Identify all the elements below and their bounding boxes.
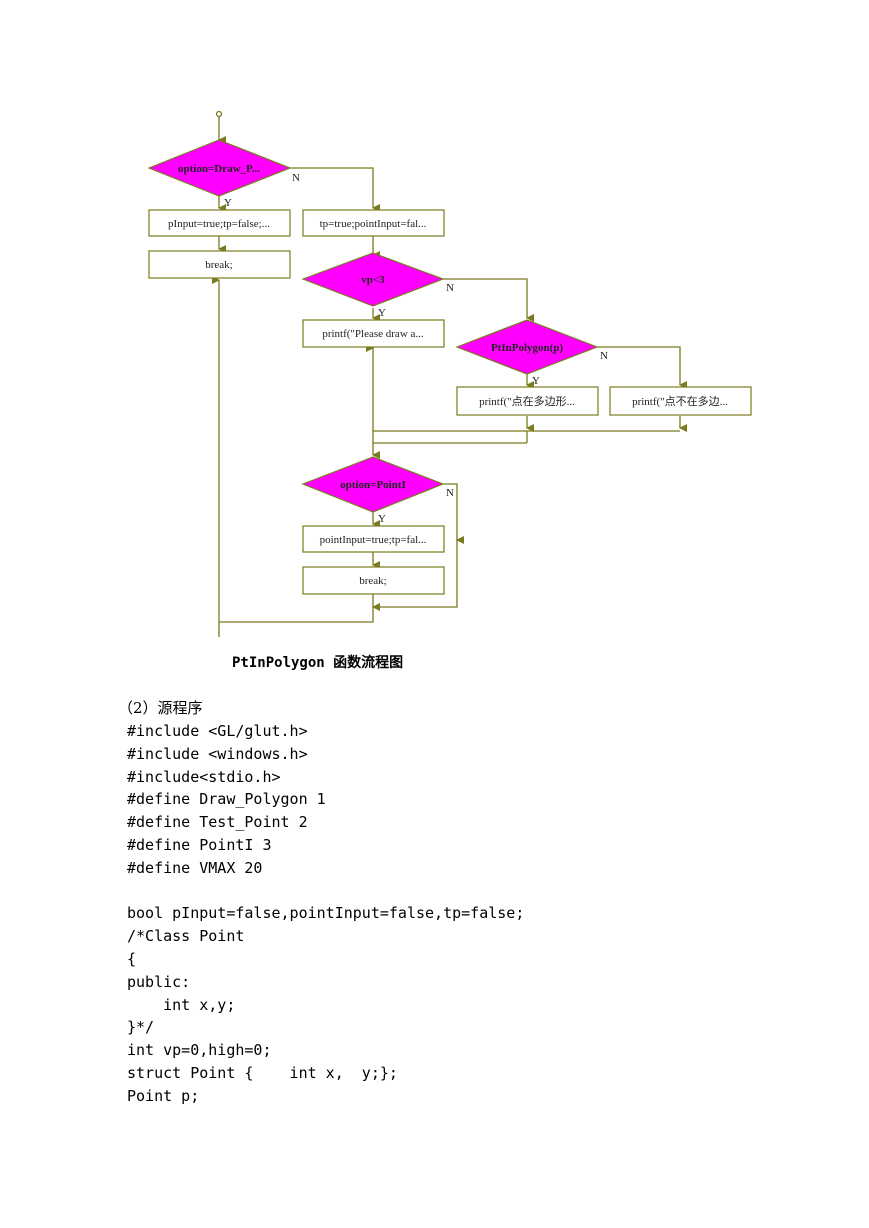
code-line: int x,y; <box>127 995 236 1014</box>
branch-label-y-2: Y <box>378 307 386 319</box>
branch-label-n-4: N <box>446 487 454 499</box>
code-line: public: <box>127 972 191 991</box>
box-pointinput-label: pointInput=true;tp=fal... <box>320 534 427 546</box>
diamond-vp <box>301 252 445 307</box>
box-tp-true <box>302 209 445 237</box>
box-printf-please-label: printf("Please draw a... <box>322 328 424 340</box>
code-line: #define Draw_Polygon 1 <box>127 790 326 809</box>
branch-label-y-3: Y <box>532 375 540 387</box>
branch-label-n-3: N <box>600 350 608 362</box>
box-printf-please <box>302 319 445 348</box>
diamond-ptinpolygon <box>455 319 599 375</box>
section-title: （2）源程序 <box>118 699 203 717</box>
box-break-2 <box>302 566 445 595</box>
box-pinput-label: pInput=true;tp=false;... <box>168 218 270 230</box>
diamond-ptinpolygon-label: PtInPolygon(p) <box>491 342 563 354</box>
flowchart-diagram: option=Draw_P... pInput=true;tp=false;..… <box>147 110 752 637</box>
source-code-block: #include <GL/glut.h> #include <windows.h>… <box>127 720 524 1108</box>
diamond-option-point-label: option=PointI <box>340 479 406 491</box>
box-printf-in-label: printf("点在多边形... <box>479 394 575 408</box>
code-line <box>127 880 524 903</box>
branch-label-n-2: N <box>446 282 454 294</box>
code-line: #define Test_Point 2 <box>127 813 308 832</box>
code-line: #define VMAX 20 <box>127 858 263 877</box>
code-line: }*/ <box>127 1018 155 1037</box>
code-line: /*Class Point <box>127 927 245 946</box>
box-break-1 <box>148 250 291 279</box>
branch-label-y-1: Y <box>224 197 232 209</box>
code-line: int vp=0,high=0; <box>127 1041 272 1060</box>
diamond-vp-label: vp<3 <box>361 274 385 286</box>
diamond-option-draw <box>147 139 292 197</box>
box-break-1-label: break; <box>205 259 232 271</box>
code-line: { <box>127 949 137 968</box>
box-pinput <box>148 209 291 237</box>
box-tp-true-label: tp=true;pointInput=fal... <box>320 218 427 230</box>
code-line: struct Point { int x, y;}; <box>127 1063 398 1082</box>
box-printf-notin-label: printf("点不在多边... <box>632 394 728 408</box>
code-line: #include <GL/glut.h> <box>127 722 308 740</box>
box-printf-in <box>456 386 599 416</box>
figure-caption: PtInPolygon 函数流程图 <box>232 655 404 671</box>
code-line: #include <windows.h> <box>127 744 308 763</box>
branch-label-n-1: N <box>292 172 300 184</box>
diamond-option-draw-label: option=Draw_P... <box>178 163 260 175</box>
box-printf-notin <box>609 386 752 416</box>
box-pointinput <box>302 525 445 553</box>
flowchart-connectors <box>212 110 687 637</box>
code-line: Point p; <box>127 1086 200 1105</box>
box-break-2-label: break; <box>359 575 386 587</box>
diamond-option-point <box>301 456 445 513</box>
branch-label-y-4: Y <box>378 513 386 525</box>
code-line: bool pInput=false,pointInput=false,tp=fa… <box>127 904 525 923</box>
code-line: #include<stdio.h> <box>127 767 281 786</box>
code-line: #define PointI 3 <box>127 835 272 854</box>
